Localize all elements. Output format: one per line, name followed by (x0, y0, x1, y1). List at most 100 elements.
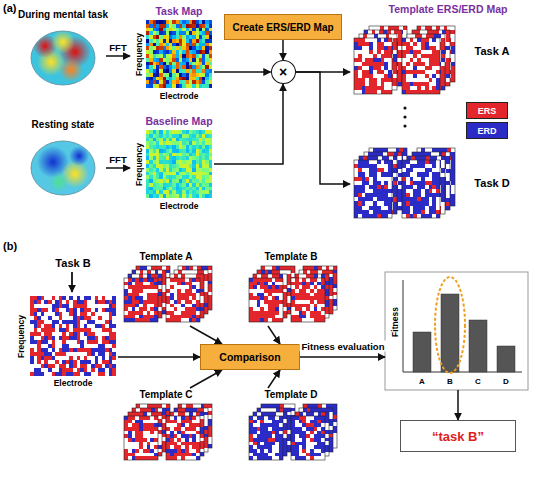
template-layer (299, 270, 333, 314)
template-layer (303, 404, 337, 448)
template-layer (128, 412, 162, 456)
axis-label: Electrode (146, 200, 212, 212)
template-layer (136, 404, 170, 448)
template-layer (407, 34, 445, 90)
template-layer (412, 30, 450, 86)
flow-arrow (268, 326, 280, 344)
template-stack: Template B (245, 250, 337, 326)
layer-outline (291, 416, 325, 460)
template-layer (124, 416, 158, 460)
template-heading: Template D (241, 388, 341, 401)
template-layer (402, 160, 440, 218)
result-box: “task B” (400, 420, 516, 452)
flow-arrow (190, 326, 222, 344)
template-layer (412, 152, 450, 210)
template-layer (178, 404, 212, 448)
axis-label: Fitness (390, 297, 400, 347)
template-layer (174, 408, 208, 452)
edge-label: FFT (107, 42, 128, 53)
layer-outline (299, 270, 333, 314)
layer-outline (407, 156, 445, 214)
task-label: Task B (30, 256, 116, 270)
layer-outline (128, 412, 162, 456)
operator-symbol: × (279, 64, 287, 80)
brain-illustration: Resting state (20, 118, 106, 202)
template-layer (407, 156, 445, 214)
layer-outline (132, 408, 166, 452)
layer-outline (369, 148, 407, 206)
template-layer (369, 26, 407, 82)
layer-outline (174, 270, 208, 314)
layer-outline (354, 38, 392, 94)
layer-outline (407, 34, 445, 90)
flow-arrow (214, 71, 271, 73)
baseline-map (146, 130, 212, 198)
template-stack: Template C (120, 388, 212, 464)
template-layer (132, 408, 166, 452)
layer-outline (417, 148, 455, 206)
layer-outline (261, 404, 295, 448)
layer-outline (299, 408, 333, 452)
flow-arrow (190, 370, 222, 388)
flow-arrow (457, 390, 459, 420)
layer-outline (170, 274, 204, 318)
template-layer (354, 160, 392, 218)
layer-outline (417, 26, 455, 82)
map-title: Task Map (134, 4, 224, 18)
axis-label: Electrode (30, 377, 116, 389)
flow-arrow (268, 370, 280, 388)
layer-outline (359, 34, 397, 90)
panel-label: (a) (3, 2, 16, 14)
ellipsis-dot (403, 106, 406, 109)
flow-arrow (118, 356, 200, 358)
layer-outline (303, 404, 337, 448)
layer-outline (295, 412, 329, 456)
layer-outline (170, 412, 204, 456)
template-layer (295, 412, 329, 456)
template-layer (132, 270, 166, 314)
spectral-map: Task B FrequencyElectrode (14, 256, 118, 390)
template-layer (128, 274, 162, 318)
template-layer (178, 266, 212, 310)
axis-label: Electrode (146, 90, 212, 102)
template-layer (359, 34, 397, 90)
tick-label: B (442, 376, 458, 387)
template-layer (170, 412, 204, 456)
layer-outline (257, 408, 291, 452)
process-box: Comparison (200, 344, 300, 370)
template-stack: Task D (350, 140, 528, 226)
template-layer (166, 278, 200, 322)
flow-arrow (214, 84, 283, 164)
template-layer (124, 278, 158, 322)
template-heading: Template A (116, 250, 216, 263)
task-label: Task A (464, 44, 520, 58)
template-layer (354, 38, 392, 94)
template-layer (369, 148, 407, 206)
template-layer (359, 156, 397, 214)
condition-label: Resting state (14, 118, 112, 131)
template-heading: Template C (116, 388, 216, 401)
axis-label: Frequency (134, 133, 145, 195)
flow-arrow (300, 356, 385, 358)
layer-outline (128, 274, 162, 318)
brain-map (31, 30, 95, 85)
task-label: Task D (464, 176, 520, 190)
bar-chart (385, 272, 528, 390)
layer-outline (249, 416, 283, 460)
template-layer (364, 152, 402, 210)
template-layer (295, 274, 329, 318)
axis-label: Frequency (16, 305, 27, 367)
brain-map (31, 141, 95, 195)
ellipsis-dot (403, 124, 406, 127)
layer-outline (295, 274, 329, 318)
template-layer (257, 270, 291, 314)
layer-outline (412, 152, 450, 210)
flow-arrow (282, 40, 284, 60)
template-layer (291, 278, 325, 322)
task-b-map (30, 296, 116, 376)
map-title: Baseline Map (134, 114, 224, 128)
spectral-map: Baseline MapFrequencyElectrode (130, 114, 214, 214)
template-layer (261, 404, 295, 448)
template-layer (249, 278, 283, 322)
